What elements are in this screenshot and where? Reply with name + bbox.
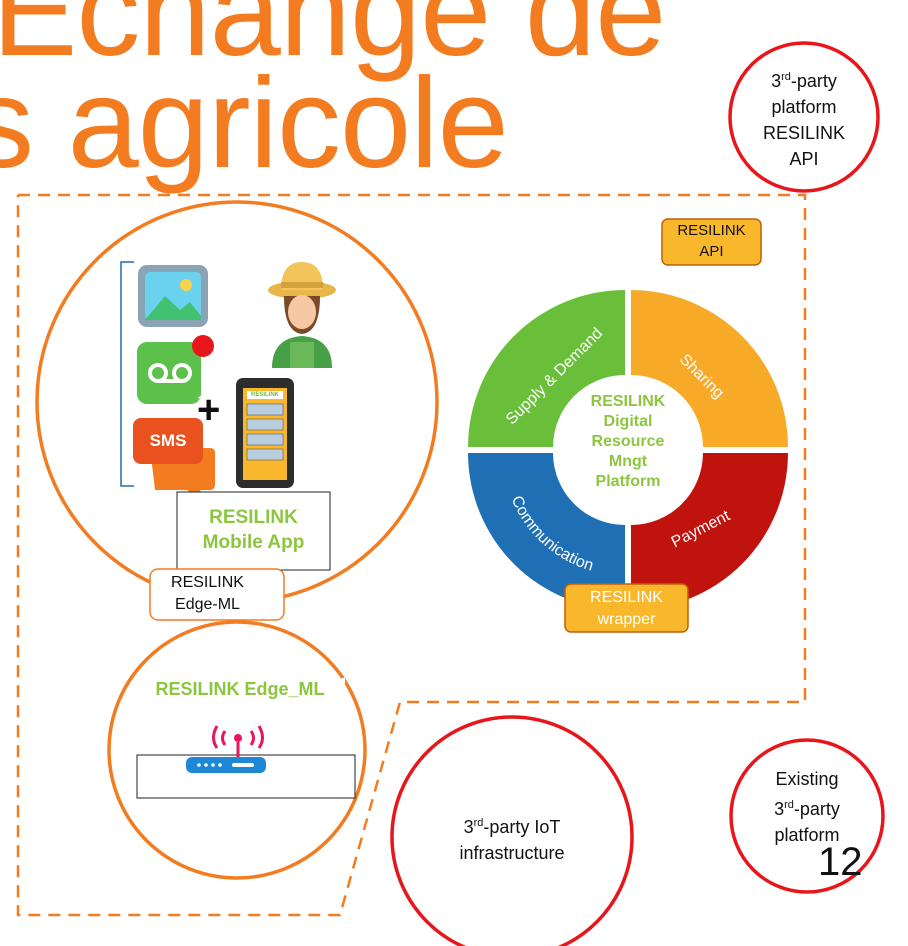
api-platform-line-2: platform xyxy=(771,97,837,117)
platform-api-box xyxy=(661,218,762,266)
title-line-2: s agricole xyxy=(0,52,509,195)
mobile-app-box xyxy=(176,491,331,571)
existing-line-2: 3rd-party xyxy=(741,792,873,822)
router-icon xyxy=(186,725,266,773)
api-platform-line-4: API xyxy=(789,149,819,169)
existing-sup: rd xyxy=(784,799,794,811)
page-number: 12 xyxy=(818,840,863,884)
iot-sup: rd xyxy=(473,817,484,829)
existing-line-1: Existing xyxy=(775,769,839,789)
iot-circle xyxy=(390,715,634,946)
platform-center-label: RESILINK Digital Resource Mngt Platform xyxy=(568,392,688,492)
segment-sharing xyxy=(630,290,788,448)
api-platform-rest: -party xyxy=(790,71,837,91)
platform-api-line-1: RESILINK xyxy=(677,222,746,239)
mobile-app-label: RESILINK Mobile App xyxy=(177,505,330,555)
iot-line-2: infrastructure xyxy=(459,843,565,863)
platform-center-line-2: Digital xyxy=(603,413,653,430)
iot-base: 3 xyxy=(463,817,474,837)
mobile-app-line-2: Mobile App xyxy=(202,532,305,553)
gallery-icon xyxy=(138,265,208,327)
api-platform-circle xyxy=(728,41,880,193)
edge-node-title: RESILINK Edge_ML xyxy=(135,678,345,700)
api-platform-base: 3 xyxy=(771,71,782,91)
resilink-boundary-dashed xyxy=(16,193,807,917)
api-platform-line-3: RESILINK xyxy=(762,123,846,143)
sms-icon xyxy=(133,418,215,503)
existing-platform-label: Existing 3rd-party platform xyxy=(741,766,873,848)
media-bracket xyxy=(120,261,134,487)
platform-center-line-4: Mngt xyxy=(608,453,648,470)
existing-base: 3 xyxy=(774,799,785,819)
existing-line-3: platform xyxy=(774,825,840,845)
platform-center-line-1: RESILINK xyxy=(590,393,666,410)
api-platform-label: 3rd-party platform RESILINK API xyxy=(740,64,868,172)
iot-rest: -party IoT xyxy=(483,817,561,837)
phone-icon xyxy=(236,378,294,488)
api-platform-line-1: 3rd-party xyxy=(740,64,868,94)
plus-sign: + xyxy=(197,388,221,432)
wrapper-line-2: wrapper xyxy=(597,611,656,628)
sms-label: SMS xyxy=(149,431,187,450)
segment-payment xyxy=(630,452,788,610)
platform-api-line-2: API xyxy=(699,243,724,260)
existing-platform-circle xyxy=(729,738,885,894)
edge-node-circle xyxy=(107,620,367,880)
farmer-icon xyxy=(268,262,336,368)
platform-center-line-5: Platform xyxy=(595,473,661,490)
voicemail-icon xyxy=(137,335,214,404)
iot-line-1: 3rd-party IoT xyxy=(412,810,612,840)
segment-communication xyxy=(468,452,626,610)
iot-label: 3rd-party IoT infrastructure xyxy=(412,810,612,866)
edge-ml-line-1: RESILINK xyxy=(171,574,244,591)
platform-api-label: RESILINK API xyxy=(662,220,761,262)
api-platform-sup: rd xyxy=(781,71,791,83)
edge-ml-mini-label: RESILINK Edge-ML xyxy=(150,572,265,616)
notification-badge: 1 xyxy=(197,393,205,408)
title-line-1: Echange de xyxy=(0,0,666,83)
platform-ring: Supply & DemandSharingCommunicationPayme… xyxy=(468,290,788,610)
edge-ml-mini-box xyxy=(149,568,285,621)
wrapper-line-1: RESILINK xyxy=(590,589,663,606)
wrapper-box xyxy=(564,583,689,633)
edge-ml-line-2: Edge-ML xyxy=(175,596,240,613)
existing-rest: -party xyxy=(793,799,840,819)
segment-supply-demand xyxy=(468,290,626,448)
phone-label: RESILINK xyxy=(250,392,279,398)
platform-center-line-3: Resource xyxy=(591,433,665,450)
mobile-app-line-1: RESILINK xyxy=(209,507,298,528)
wrapper-label: RESILINK wrapper xyxy=(565,587,688,631)
